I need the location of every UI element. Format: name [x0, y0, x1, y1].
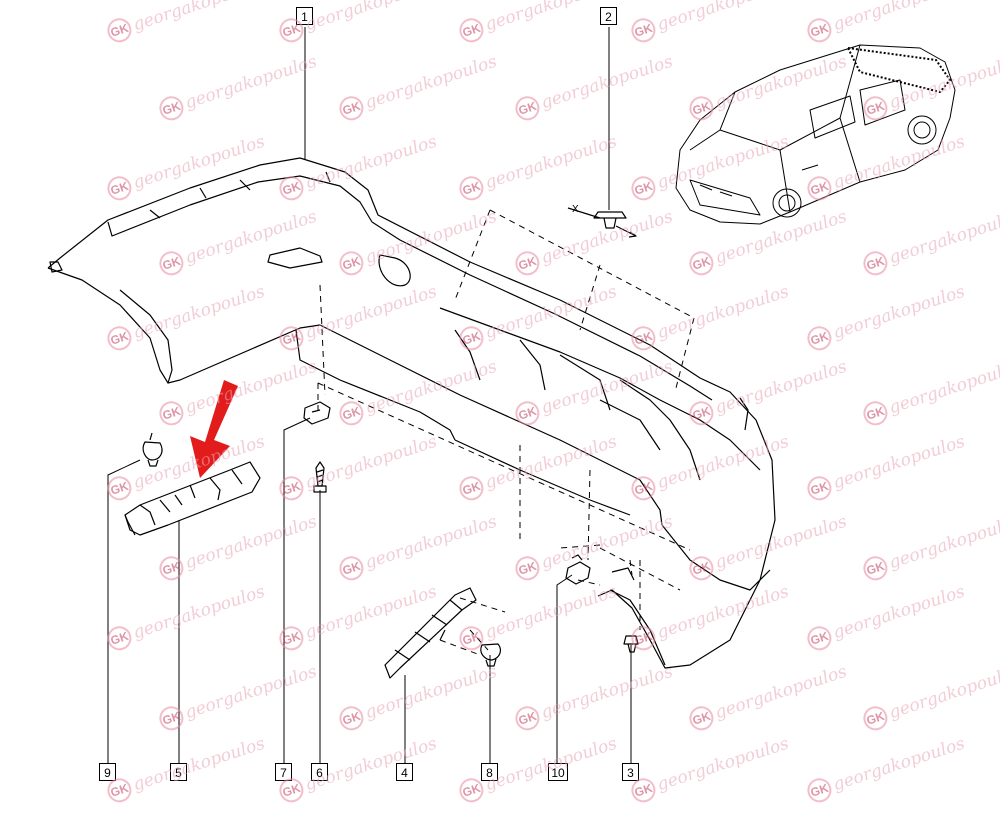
- part-label-7: 7: [275, 763, 292, 781]
- part-label-10: 10: [548, 763, 568, 781]
- assembly-lines: [317, 209, 695, 656]
- leader-lines: [107, 27, 632, 763]
- part-label-9: 9: [99, 763, 116, 781]
- push-clip-part-9: [142, 432, 163, 467]
- clip-nut-part-10: [565, 554, 591, 585]
- part-label-8: 8: [481, 763, 498, 781]
- dimension-x-label: X: [572, 204, 579, 215]
- part-label-6: 6: [311, 763, 328, 781]
- push-clip-part-8: [480, 643, 502, 667]
- part-label-2: 2: [600, 7, 617, 25]
- center-bracket-part-4: [384, 587, 477, 679]
- indicator-arrow: [190, 380, 238, 478]
- clip-part-2: [567, 207, 637, 238]
- part-label-1: 1: [296, 7, 313, 25]
- clip-nut-part-7: [303, 401, 331, 425]
- screw-part-6: [313, 461, 327, 493]
- part-label-3: 3: [622, 763, 639, 781]
- screw-part-3: [623, 635, 639, 653]
- side-bracket-part-5: [124, 461, 261, 536]
- rear-bumper-drawing: [47, 157, 776, 669]
- part-label-4: 4: [396, 763, 413, 781]
- car-thumbnail: [675, 44, 956, 225]
- part-label-5: 5: [170, 763, 187, 781]
